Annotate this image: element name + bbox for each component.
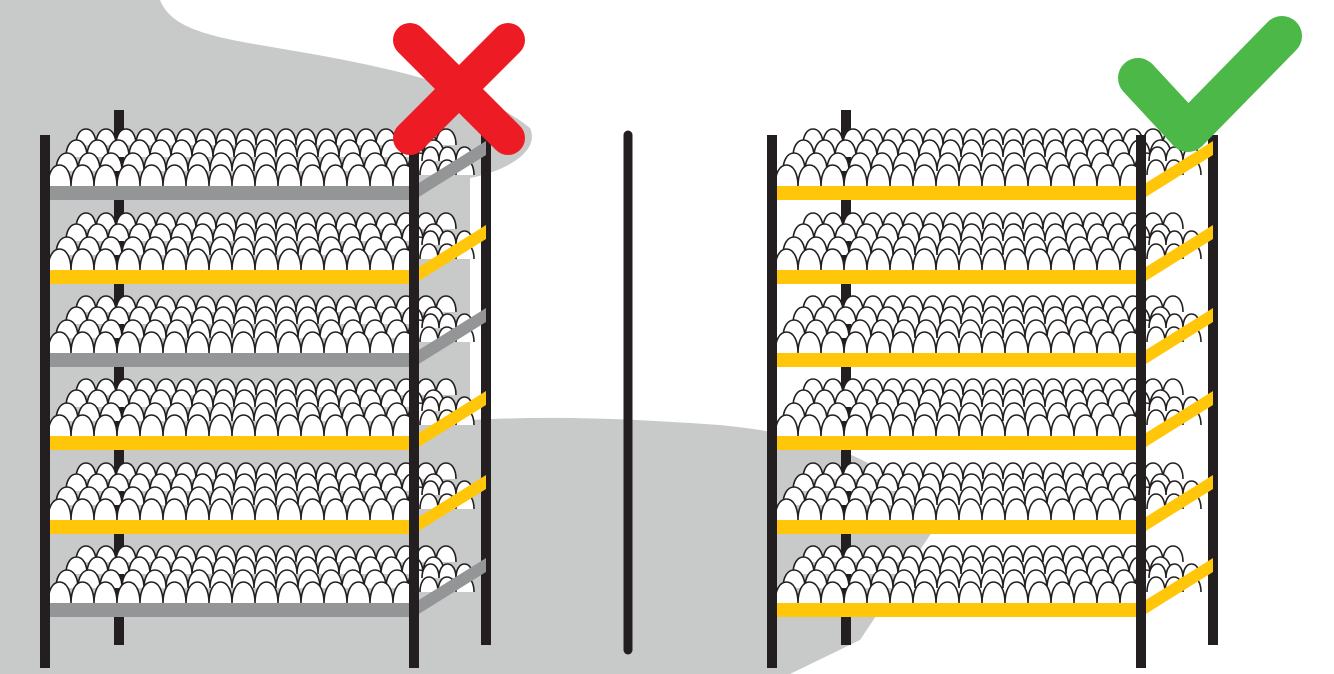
egg-row (47, 164, 417, 187)
egg-row (774, 331, 1144, 354)
shelf-tray-yellow (46, 378, 486, 450)
shelf-tray-yellow (773, 128, 1213, 200)
shelf-tray-yellow (46, 462, 486, 534)
tray-side-edge (1141, 308, 1213, 367)
tray-front-edge (773, 520, 1141, 534)
tray-front-edge (46, 603, 414, 617)
egg-row (774, 164, 1144, 187)
cross-icon (393, 23, 525, 155)
egg-row (47, 414, 417, 437)
egg-row (75, 212, 457, 230)
tray-side-edge (1141, 225, 1213, 284)
egg-row (792, 556, 1172, 575)
egg-row (47, 331, 417, 354)
tray-side-edge (414, 475, 486, 534)
egg-row (47, 498, 417, 521)
egg-row (75, 545, 457, 563)
tray-side-edge (1141, 475, 1213, 534)
tray-front-edge (46, 353, 414, 367)
egg-rack-incorrect (40, 110, 491, 668)
shelf-tray-gray (46, 545, 486, 617)
egg-row (774, 248, 1144, 271)
tray-front-edge (46, 436, 414, 450)
shelf-tray-yellow (773, 462, 1213, 534)
egg-row (75, 378, 457, 396)
egg-row (802, 462, 1184, 480)
egg-row (802, 212, 1184, 230)
tray-front-edge (46, 520, 414, 534)
egg-row (802, 545, 1184, 563)
cross-stroke (393, 23, 525, 155)
check-icon (1118, 16, 1302, 152)
shelf-tray-yellow (773, 545, 1213, 617)
tray-front-edge (46, 270, 414, 284)
tray-side-edge (1141, 391, 1213, 450)
shelf-tray-gray (46, 128, 486, 200)
egg-row (75, 462, 457, 480)
egg-row (774, 414, 1144, 437)
tray-side-edge (1141, 141, 1213, 200)
egg-rack-correct (767, 110, 1218, 668)
egg-row (802, 295, 1184, 313)
tray-side-edge (414, 558, 486, 617)
tray-side-edge (414, 141, 486, 200)
tray-front-edge (773, 270, 1141, 284)
shelf-tray-yellow (773, 295, 1213, 367)
tray-front-edge (773, 353, 1141, 367)
egg-row (802, 128, 1184, 146)
shelf-tray-yellow (773, 212, 1213, 284)
tray-front-edge (46, 186, 414, 200)
check-stroke (1118, 16, 1302, 152)
egg-row (792, 473, 1172, 492)
tray-front-edge (773, 603, 1141, 617)
egg-row (75, 128, 457, 146)
egg-row (774, 581, 1144, 604)
shelf-tray-yellow (773, 378, 1213, 450)
egg-row (802, 378, 1184, 396)
tray-side-edge (414, 391, 486, 450)
tray-front-edge (773, 436, 1141, 450)
egg-row (75, 295, 457, 313)
egg-row (65, 306, 445, 325)
tray-side-edge (1141, 558, 1213, 617)
egg-row (792, 139, 1172, 158)
egg-row (47, 248, 417, 271)
egg-row (65, 389, 445, 408)
tray-front-edge (773, 186, 1141, 200)
egg-row (47, 581, 417, 604)
shelf-tray-gray (46, 295, 486, 367)
shelf-tray-yellow (46, 212, 486, 284)
tray-side-edge (414, 225, 486, 284)
tray-side-edge (414, 308, 486, 367)
egg-row (774, 498, 1144, 521)
